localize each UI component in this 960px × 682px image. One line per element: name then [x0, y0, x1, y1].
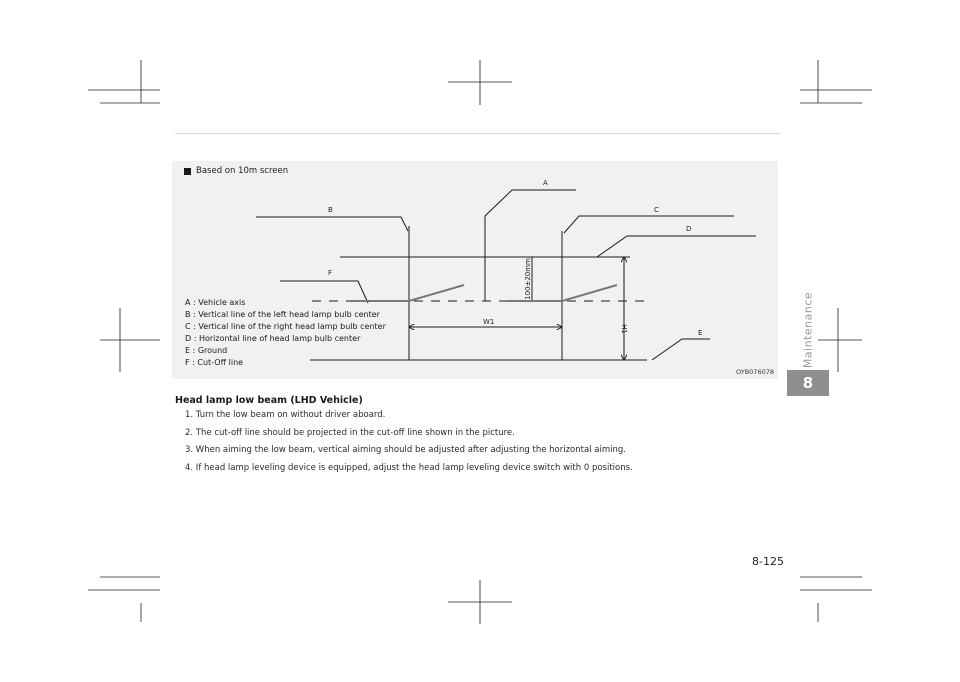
chapter-side-label: Maintenance: [801, 291, 815, 369]
legend-item: D : Horizontal line of head lamp bulb ce…: [185, 334, 361, 343]
leader-d: [596, 235, 756, 258]
legend-item: B : Vertical line of the left head lamp …: [185, 310, 380, 319]
headlamp-aiming-figure: Based on 10m screen A B C D F E W1 H1 10…: [172, 161, 778, 379]
label-b: B: [328, 206, 333, 214]
cutoff-line-left: [350, 284, 465, 302]
bullet-square-icon: [184, 167, 191, 175]
figure-caption: Based on 10m screen: [184, 166, 288, 176]
figure-caption-text: Based on 10m screen: [196, 166, 289, 176]
top-rule: [175, 133, 781, 134]
cutoff-line-right: [507, 284, 618, 302]
legend-item: E : Ground: [185, 346, 228, 355]
instruction-steps: 1. Turn the low beam on without driver a…: [185, 407, 633, 477]
label-d: D: [686, 225, 692, 233]
label-e: E: [698, 329, 703, 337]
leader-c: [563, 215, 734, 234]
label-w1: W1: [483, 318, 495, 326]
step-item: 4. If head lamp leveling device is equip…: [185, 462, 633, 473]
legend-item: C : Vertical line of the right head lamp…: [185, 322, 386, 331]
leader-e: [651, 338, 710, 361]
leader-f: [280, 280, 369, 304]
figure-code: OYB076078: [735, 368, 774, 376]
aiming-diagram: [256, 189, 756, 379]
step-item: 3. When aiming the low beam, vertical ai…: [185, 445, 626, 455]
legend-item: A : Vehicle axis: [185, 298, 246, 307]
leader-a: [484, 189, 576, 217]
label-c: C: [654, 206, 659, 214]
page-number: 8-125: [752, 555, 784, 568]
label-offset: 100±20mm: [524, 258, 532, 300]
figure-legend: A : Vehicle axis B : Vertical line of th…: [185, 297, 386, 369]
label-f: F: [328, 269, 333, 277]
label-a: A: [543, 179, 548, 187]
step-item: 2. The cut-off line should be projected …: [185, 427, 515, 438]
step-item: 1. Turn the low beam on without driver a…: [185, 410, 386, 420]
section-title: Head lamp low beam (LHD Vehicle): [175, 395, 363, 406]
legend-item: F : Cut-Off line: [185, 358, 244, 367]
chapter-tab[interactable]: 8: [787, 370, 829, 396]
leader-b: [256, 216, 409, 232]
label-h1: H1: [620, 324, 628, 334]
